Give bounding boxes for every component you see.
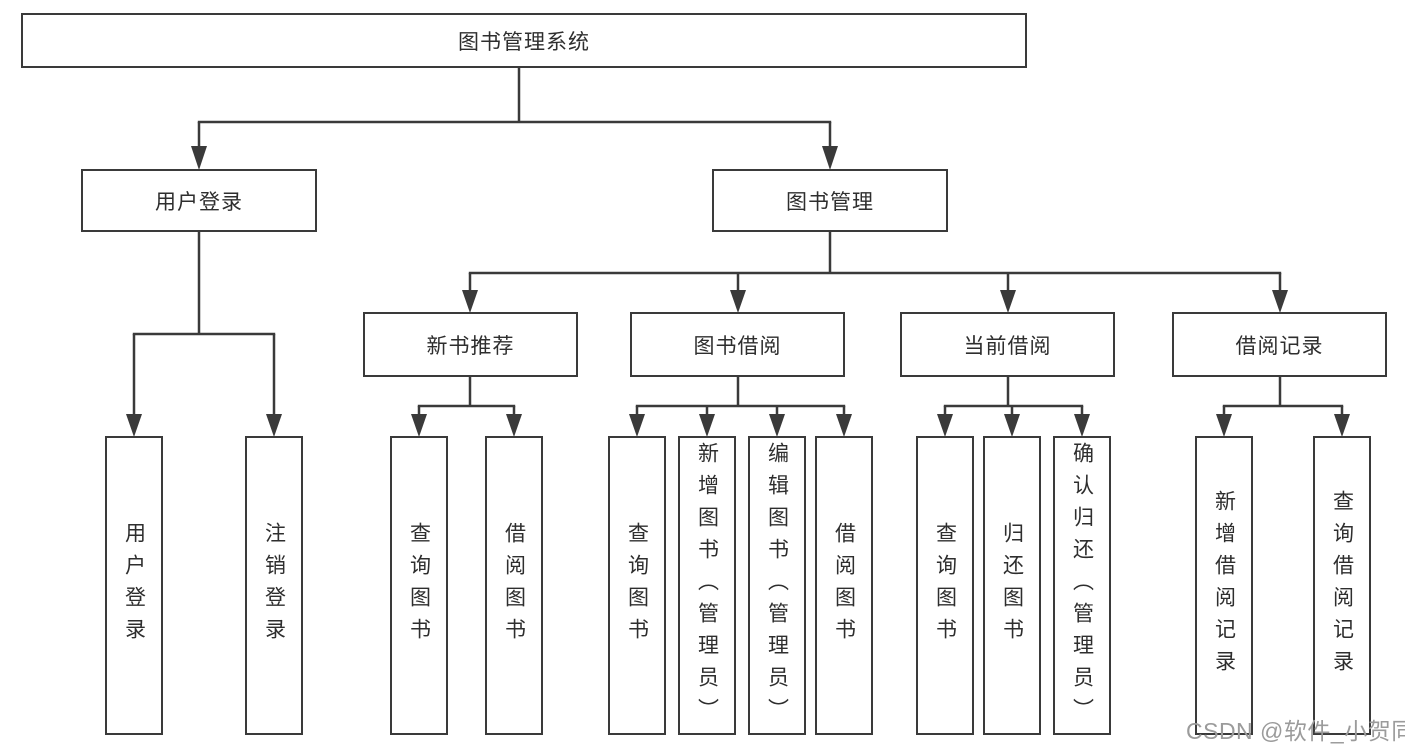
arrow-down-icon bbox=[699, 414, 715, 437]
arrow-down-icon bbox=[1074, 414, 1090, 437]
arrow-down-icon bbox=[730, 290, 746, 313]
node-label: 确认归还（管理员） bbox=[1070, 441, 1094, 730]
leaf-logout: 注销登录 bbox=[245, 436, 303, 735]
node-label: 借阅记录 bbox=[1235, 334, 1324, 358]
leaf-add-borrow-record: 新增借阅记录 bbox=[1195, 436, 1253, 735]
arrow-down-icon bbox=[1272, 290, 1288, 313]
connector-bookmgmt-to-level3 bbox=[462, 232, 1288, 313]
node-label: 注销登录 bbox=[262, 521, 286, 650]
node-new-book-recommend: 新书推荐 bbox=[363, 312, 578, 377]
leaf-query-book-3: 查询图书 bbox=[916, 436, 974, 735]
connector-newbook-to-leaves bbox=[411, 377, 522, 437]
leaf-borrow-book-1: 借阅图书 bbox=[485, 436, 543, 735]
leaf-user-login: 用户登录 bbox=[105, 436, 163, 735]
node-book-borrow: 图书借阅 bbox=[630, 312, 845, 377]
connector-currentborrow-to-leaves bbox=[937, 377, 1090, 437]
leaf-borrow-book-2: 借阅图书 bbox=[815, 436, 873, 735]
arrow-down-icon bbox=[836, 414, 852, 437]
node-label: 图书借阅 bbox=[693, 334, 782, 358]
leaf-query-borrow-record: 查询借阅记录 bbox=[1313, 436, 1371, 735]
node-root-system: 图书管理系统 bbox=[21, 13, 1027, 68]
node-label: 借阅图书 bbox=[832, 521, 856, 650]
node-label: 新书推荐 bbox=[426, 334, 515, 358]
node-label: 查询借阅记录 bbox=[1330, 489, 1354, 682]
node-label: 图书管理 bbox=[786, 190, 874, 214]
node-label: 用户登录 bbox=[122, 521, 146, 650]
node-label: 新增图书（管理员） bbox=[695, 441, 719, 730]
node-label: 当前借阅 bbox=[963, 334, 1052, 358]
arrow-down-icon bbox=[822, 146, 838, 170]
leaf-add-book-admin: 新增图书（管理员） bbox=[678, 436, 736, 735]
leaf-confirm-return-admin: 确认归还（管理员） bbox=[1053, 436, 1111, 735]
connector-bookborrow-to-leaves bbox=[629, 377, 852, 437]
arrow-down-icon bbox=[1334, 414, 1350, 437]
leaf-edit-book-admin: 编辑图书（管理员） bbox=[748, 436, 806, 735]
node-label: 用户登录 bbox=[155, 190, 243, 214]
arrow-down-icon bbox=[1004, 414, 1020, 437]
leaf-return-book: 归还图书 bbox=[983, 436, 1041, 735]
csdn-watermark: CSDN @软件_小贺同学 bbox=[1186, 718, 1405, 744]
node-label: 查询图书 bbox=[407, 521, 431, 650]
arrow-down-icon bbox=[266, 414, 282, 437]
node-current-borrow: 当前借阅 bbox=[900, 312, 1115, 377]
node-label: 新增借阅记录 bbox=[1212, 489, 1236, 682]
arrow-down-icon bbox=[126, 414, 142, 437]
node-label: 查询图书 bbox=[625, 521, 649, 650]
node-label: 归还图书 bbox=[1000, 521, 1024, 650]
node-book-management: 图书管理 bbox=[712, 169, 948, 232]
arrow-down-icon bbox=[629, 414, 645, 437]
arrow-down-icon bbox=[937, 414, 953, 437]
leaf-query-book-1: 查询图书 bbox=[390, 436, 448, 735]
arrow-down-icon bbox=[411, 414, 427, 437]
node-user-login: 用户登录 bbox=[81, 169, 317, 232]
arrow-down-icon bbox=[462, 290, 478, 313]
arrow-down-icon bbox=[506, 414, 522, 437]
node-label: 编辑图书（管理员） bbox=[765, 441, 789, 730]
connector-root-to-level2 bbox=[191, 68, 838, 170]
arrow-down-icon bbox=[769, 414, 785, 437]
arrow-down-icon bbox=[191, 146, 207, 170]
node-label: 查询图书 bbox=[933, 521, 957, 650]
arrow-down-icon bbox=[1216, 414, 1232, 437]
connector-userlogin-to-leaves bbox=[126, 232, 282, 437]
node-label: 图书管理系统 bbox=[458, 30, 590, 54]
leaf-query-book-2: 查询图书 bbox=[608, 436, 666, 735]
arrow-down-icon bbox=[1000, 290, 1016, 313]
node-label: 借阅图书 bbox=[502, 521, 526, 650]
node-borrow-record: 借阅记录 bbox=[1172, 312, 1387, 377]
connector-borrowrecord-to-leaves bbox=[1216, 377, 1350, 437]
